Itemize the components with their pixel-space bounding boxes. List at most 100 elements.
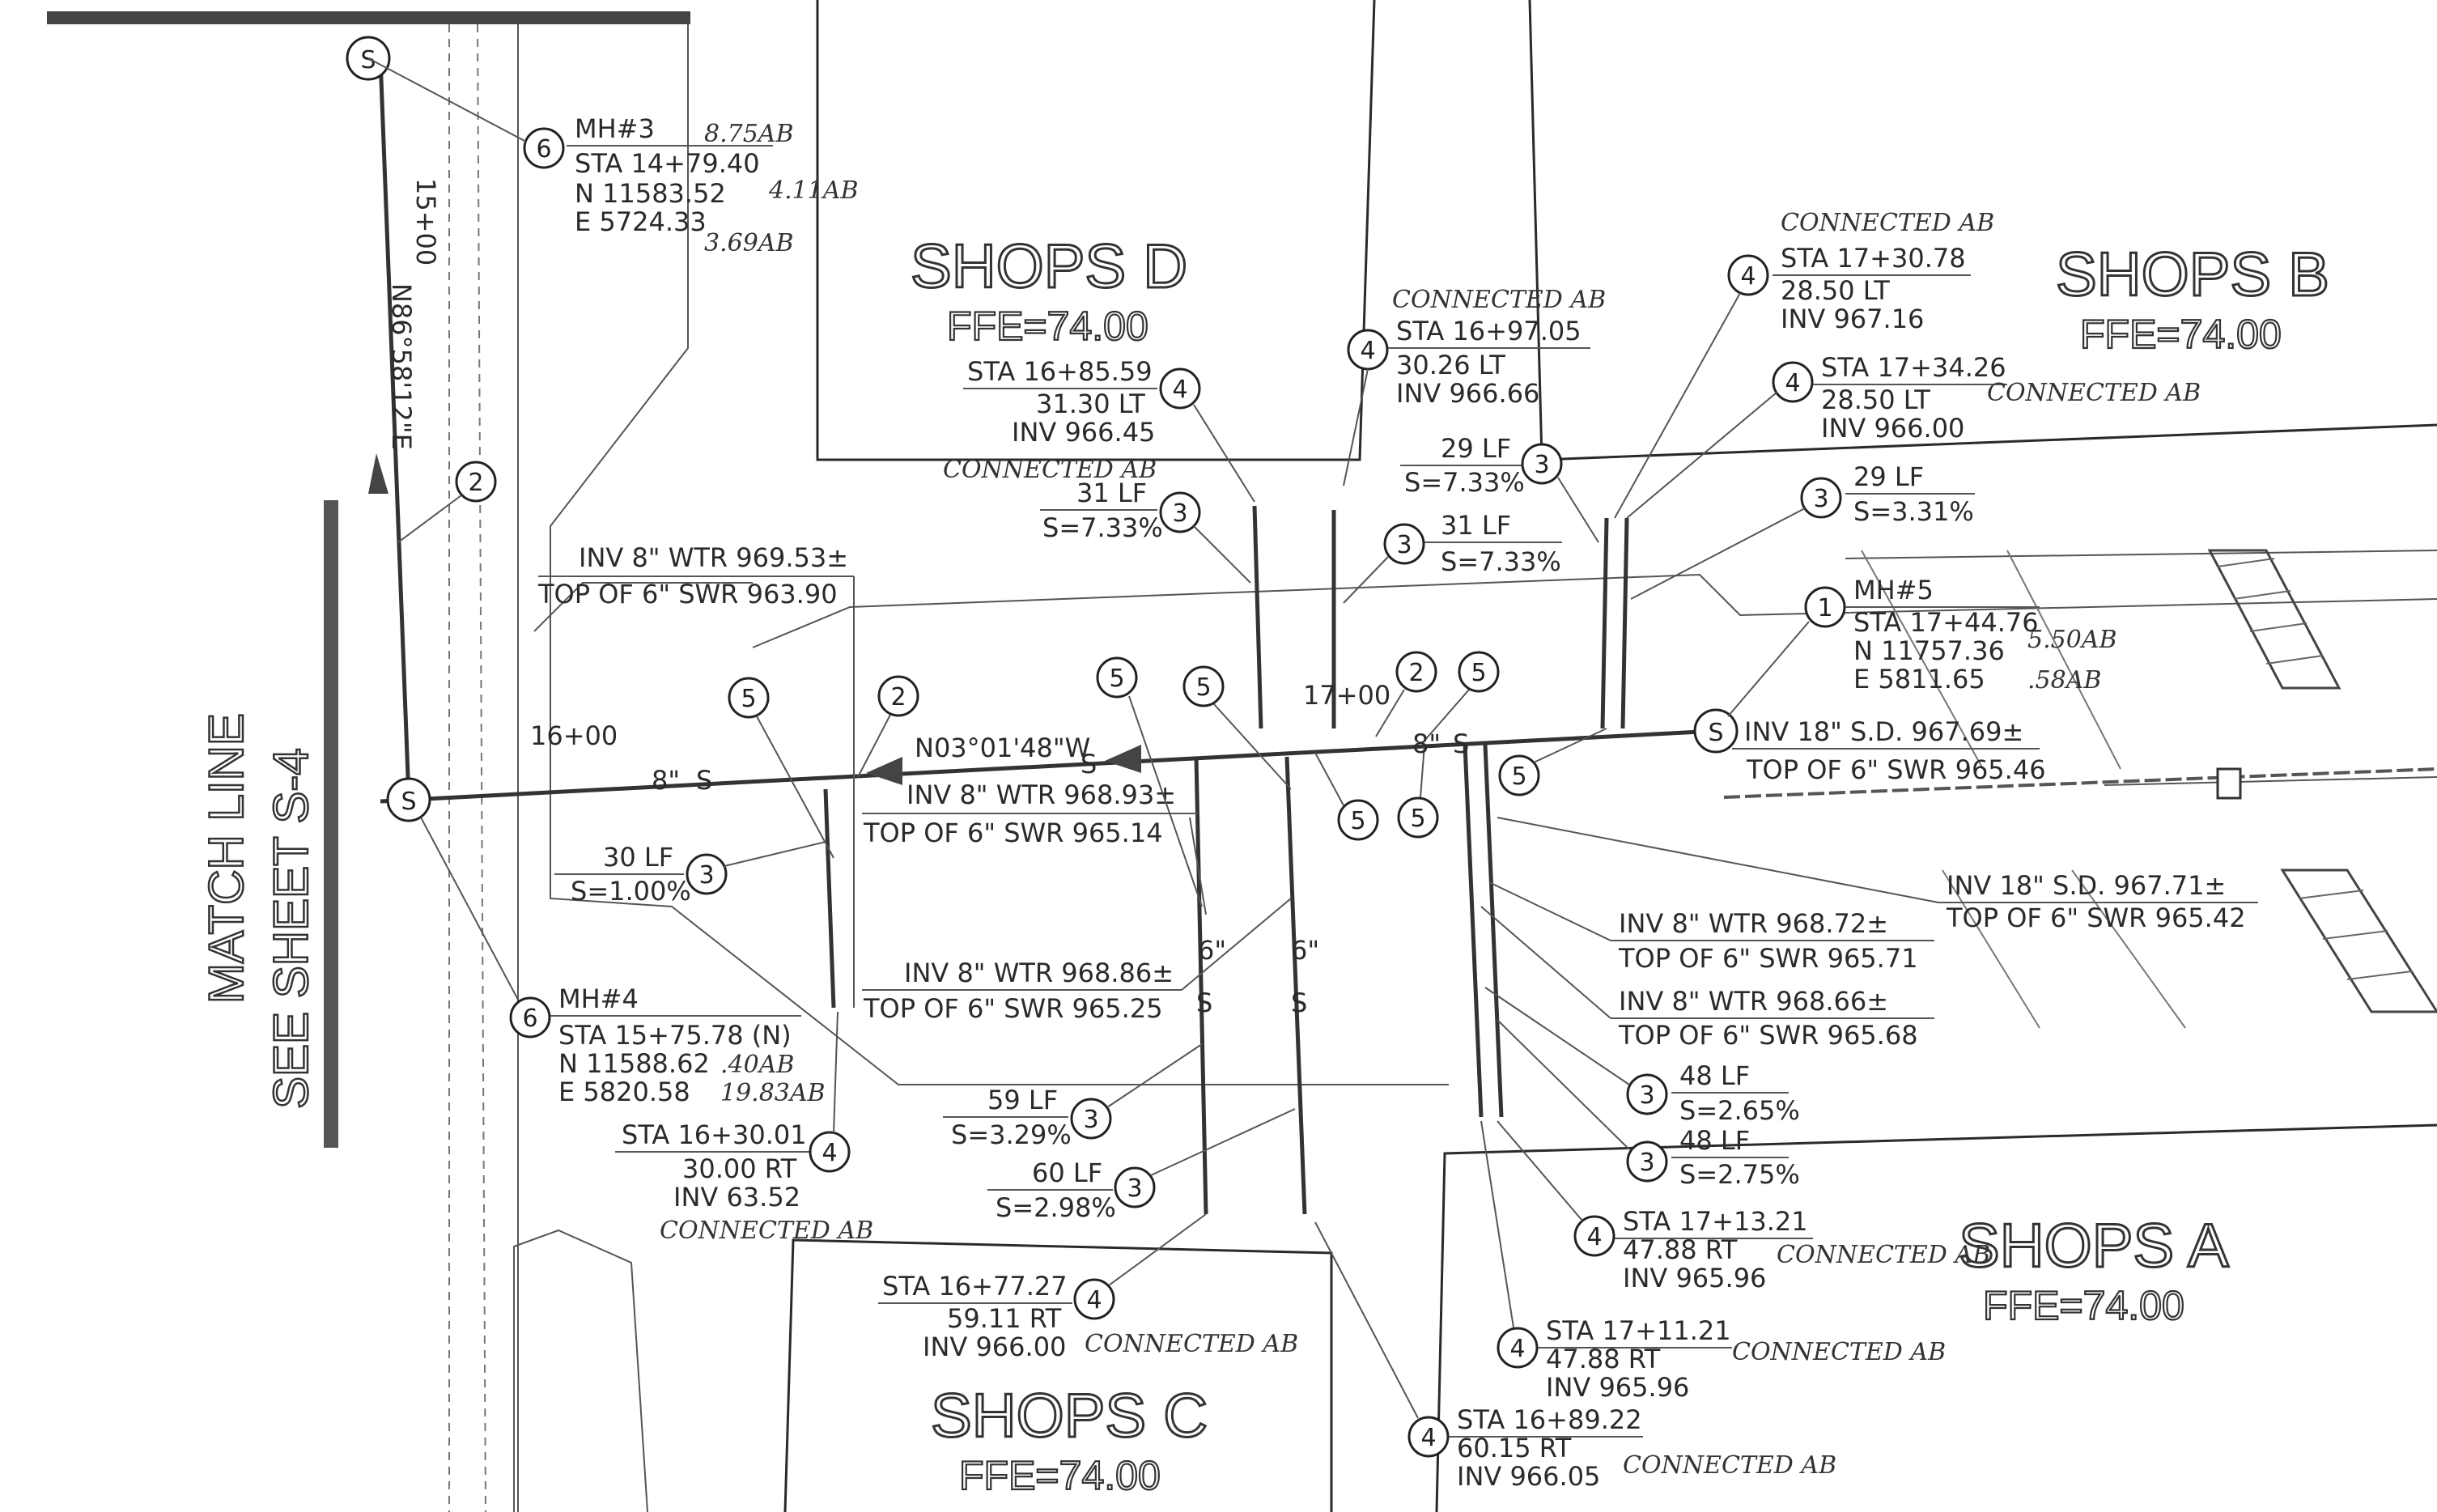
mh5-label: 1 MH#5 STA 17+44.76 N 11757.36 E 5811.65… (1727, 575, 2117, 717)
svg-text:INV 18" S.D. 967.69±: INV 18" S.D. 967.69± (1744, 716, 2023, 747)
mh4-label: 6 MH#4 STA 15+75.78 (N) N 11588.62 E 582… (420, 817, 826, 1107)
svg-text:MH#4: MH#4 (558, 983, 639, 1014)
svg-text:.40AB: .40AB (720, 1051, 794, 1079)
svg-text:28.50 LT: 28.50 LT (1781, 275, 1890, 306)
svg-text:4: 4 (1172, 376, 1187, 404)
svg-text:STA 16+85.59: STA 16+85.59 (967, 356, 1153, 387)
lateral-8 (1284, 756, 1307, 1215)
bearing-main: N03°01'48"W (915, 733, 1090, 763)
parking-line-2 (2104, 776, 2437, 786)
svg-text:INV 8" WTR 968.86±: INV 8" WTR 968.86± (904, 958, 1174, 988)
svg-text:CONNECTED AB: CONNECTED AB (1732, 1338, 1946, 1366)
shops-d-name: SHOPS D (911, 232, 1187, 301)
svg-text:8.75AB: 8.75AB (704, 120, 794, 148)
svg-text:CONNECTED AB: CONNECTED AB (1085, 1330, 1298, 1358)
svg-text:INV 8" WTR 968.93±: INV 8" WTR 968.93± (906, 779, 1176, 810)
lateral-label-3: 4 CONNECTED AB STA 17+30.78 28.50 LT INV… (1614, 209, 1994, 519)
svg-text:CONNECTED AB: CONNECTED AB (660, 1217, 873, 1245)
svg-text:3: 3 (698, 861, 714, 890)
curb-line-3 (752, 573, 2437, 648)
svg-text:5: 5 (1350, 807, 1365, 835)
crossing-label-6: INV 8" WTR 968.72± TOP OF 6" SWR 965.71 (1488, 881, 1934, 974)
crossing-label-1: INV 8" WTR 969.53± TOP OF 6" SWR 963.90 (537, 542, 855, 1008)
svg-text:4.11AB: 4.11AB (768, 176, 859, 205)
svg-text:INV 966.00: INV 966.00 (923, 1331, 1066, 1362)
svg-text:6: 6 (522, 1004, 537, 1033)
building-outlines (448, 0, 2437, 1512)
svg-text:6: 6 (536, 135, 551, 164)
svg-text:INV 965.96: INV 965.96 (1546, 1372, 1689, 1403)
svg-text:INV 966.66: INV 966.66 (1396, 378, 1539, 409)
svg-text:TOP OF 6" SWR 965.71: TOP OF 6" SWR 965.71 (1618, 943, 1918, 974)
mh4-symbol: S (401, 788, 416, 816)
svg-text:S=7.33%: S=7.33% (1042, 512, 1163, 543)
svg-text:INV 8" WTR 968.72±: INV 8" WTR 968.72± (1619, 908, 1888, 939)
svg-text:4: 4 (1509, 1335, 1525, 1363)
parking-line-1 (1845, 550, 2437, 559)
pipe-marks: 8" S S 8" S 6" S 6" S (652, 728, 1469, 1018)
svg-text:S=1.00%: S=1.00% (571, 876, 691, 907)
svg-text:2: 2 (1408, 659, 1424, 687)
svg-text:S=2.75%: S=2.75% (1679, 1159, 1800, 1190)
svg-text:INV 966.45: INV 966.45 (1012, 417, 1155, 448)
lateral-1 (1252, 505, 1263, 729)
svg-text:1: 1 (1817, 594, 1832, 622)
svg-text:STA 16+30.01: STA 16+30.01 (622, 1119, 807, 1150)
lateral-label-4: 4 STA 17+34.26 CONNECTED AB 28.50 LT INV… (1626, 352, 2201, 519)
svg-text:60 LF: 60 LF (1032, 1157, 1102, 1188)
building-labels: SHOPS D FFE=74.00 SHOPS B FFE=74.00 SHOP… (910, 231, 2331, 1500)
svg-text:N 11588.62: N 11588.62 (558, 1048, 710, 1079)
svg-text:5: 5 (1195, 673, 1211, 702)
svg-text:4: 4 (1785, 369, 1800, 397)
svg-text:STA 16+77.27: STA 16+77.27 (882, 1271, 1068, 1302)
slope-label-4: 3 31 LF S=7.33% (1343, 510, 1562, 604)
svg-text:E 5724.33: E 5724.33 (575, 206, 707, 237)
svg-text:S=2.65%: S=2.65% (1679, 1095, 1800, 1126)
svg-text:3: 3 (1127, 1174, 1142, 1203)
lateral-7 (1194, 756, 1208, 1215)
parking-stalls (1861, 549, 2437, 1029)
svg-text:4: 4 (1086, 1286, 1102, 1315)
svg-text:2: 2 (890, 683, 906, 711)
svg-text:5: 5 (741, 685, 756, 713)
svg-text:S=7.33%: S=7.33% (1441, 546, 1561, 577)
svg-text:31.30 LT: 31.30 LT (1036, 389, 1145, 419)
svg-text:INV 965.96: INV 965.96 (1623, 1263, 1766, 1293)
shops-a-ffe: FFE=74.00 (1983, 1283, 2184, 1328)
svg-text:INV 8" WTR 968.66±: INV 8" WTR 968.66± (1619, 986, 1888, 1017)
svg-text:STA 17+30.78: STA 17+30.78 (1781, 243, 1966, 274)
svg-text:8": 8" (1412, 728, 1441, 759)
svg-text:48 LF: 48 LF (1679, 1060, 1750, 1091)
svg-text:3: 3 (1396, 531, 1412, 559)
mh3-label: 6 MH#3 STA 14+79.40 N 11583.52 E 5724.33… (367, 57, 859, 257)
svg-text:3: 3 (1813, 485, 1828, 513)
match-line-bar (324, 500, 338, 1148)
svg-text:59.11 RT: 59.11 RT (947, 1303, 1062, 1334)
svg-text:MH#3: MH#3 (575, 113, 655, 144)
svg-text:S=3.31%: S=3.31% (1853, 496, 1974, 527)
svg-text:INV 8" WTR 969.53±: INV 8" WTR 969.53± (579, 542, 848, 573)
svg-text:TOP OF 6" SWR 965.68: TOP OF 6" SWR 965.68 (1618, 1020, 1918, 1051)
shops-b-name: SHOPS B (2056, 240, 2329, 309)
lateral-label-5: STA 16+30.01 30.00 RT INV 63.52 CONNECTE… (615, 1011, 873, 1245)
match-line-text-1: MATCH LINE (199, 713, 253, 1004)
shops-d-ffe: FFE=74.00 (947, 304, 1148, 349)
svg-text:29 LF: 29 LF (1441, 433, 1511, 464)
storm-drain-line (1723, 767, 2437, 800)
property-line-2 (477, 23, 486, 1512)
svg-text:30.00 RT: 30.00 RT (682, 1153, 797, 1184)
svg-text:N 11757.36: N 11757.36 (1853, 635, 2005, 666)
svg-text:INV 966.05: INV 966.05 (1457, 1461, 1600, 1492)
svg-text:STA 17+44.76: STA 17+44.76 (1853, 607, 2039, 638)
slope-label-3: 3 29 LF S=3.31% (1630, 461, 1975, 600)
svg-text:STA 17+11.21: STA 17+11.21 (1546, 1315, 1731, 1346)
shops-c-outline (783, 1238, 1333, 1512)
svg-text:STA 16+97.05: STA 16+97.05 (1396, 316, 1582, 346)
shops-b-ffe: FFE=74.00 (2080, 312, 2282, 357)
lateral-label-7: 4 STA 17+13.21 47.88 RT INV 965.96 CONNE… (1497, 1120, 1990, 1293)
svg-text:S=7.33%: S=7.33% (1404, 467, 1525, 498)
svg-text:S: S (1453, 728, 1469, 759)
match-line-text-2: SEE SHEET S-4 (264, 748, 318, 1109)
svg-text:CONNECTED AB: CONNECTED AB (1781, 209, 1994, 237)
